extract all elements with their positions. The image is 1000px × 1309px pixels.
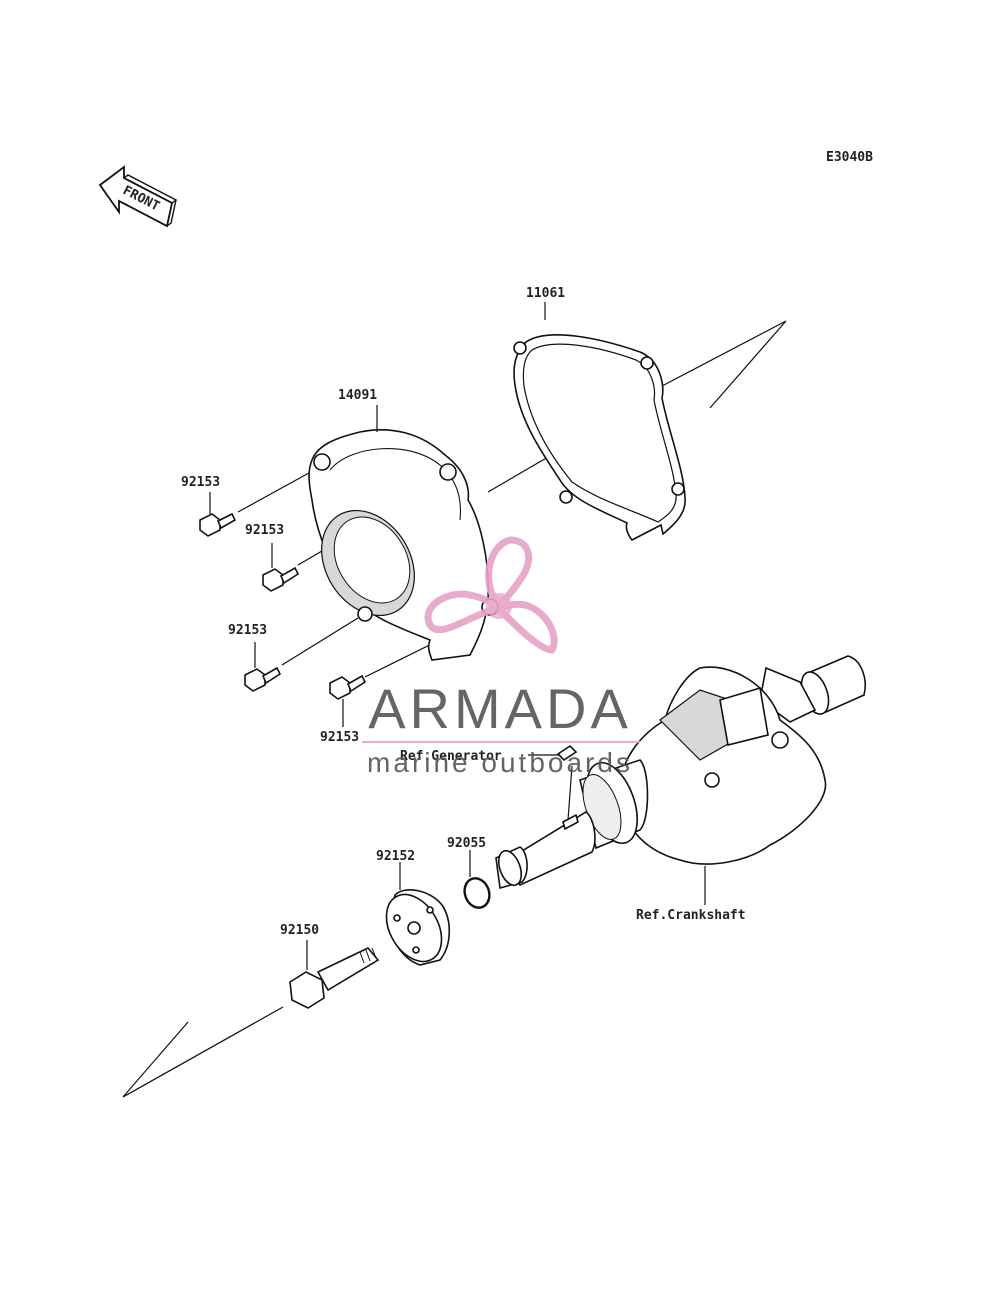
callout-92153-b: 92153 bbox=[245, 523, 284, 538]
bolt-92153-a bbox=[199, 492, 237, 537]
watermark-brand: ARMADA bbox=[368, 677, 632, 740]
generator-cover bbox=[308, 405, 499, 661]
callout-92152: 92152 bbox=[376, 849, 415, 864]
callout-92153-a: 92153 bbox=[181, 475, 220, 490]
watermark-tagline: marine outboards bbox=[367, 747, 633, 778]
ref-crankshaft: Ref.Crankshaft bbox=[636, 908, 746, 923]
callout-14091: 14091 bbox=[338, 388, 377, 403]
propeller-logo-icon bbox=[424, 536, 558, 654]
watermark: ARMADA marine outboards bbox=[362, 536, 640, 778]
crankshaft bbox=[495, 655, 866, 905]
main-bolt bbox=[289, 940, 380, 1009]
bolt-92153-c bbox=[244, 642, 282, 692]
callout-92055: 92055 bbox=[447, 836, 486, 851]
ref-generator: Ref.Generator bbox=[400, 749, 502, 764]
washer bbox=[385, 862, 451, 966]
bolt-92153-d bbox=[329, 674, 367, 727]
diagram-code: E3040B bbox=[826, 150, 873, 165]
o-ring bbox=[463, 850, 491, 909]
callout-92153-d: 92153 bbox=[320, 730, 359, 745]
callout-92153-c: 92153 bbox=[228, 623, 267, 638]
callout-92150: 92150 bbox=[280, 923, 319, 938]
front-arrow-icon: FRONT bbox=[98, 165, 178, 228]
bolt-92153-b bbox=[262, 543, 300, 592]
gasket bbox=[513, 302, 686, 542]
callout-11061: 11061 bbox=[526, 286, 565, 301]
